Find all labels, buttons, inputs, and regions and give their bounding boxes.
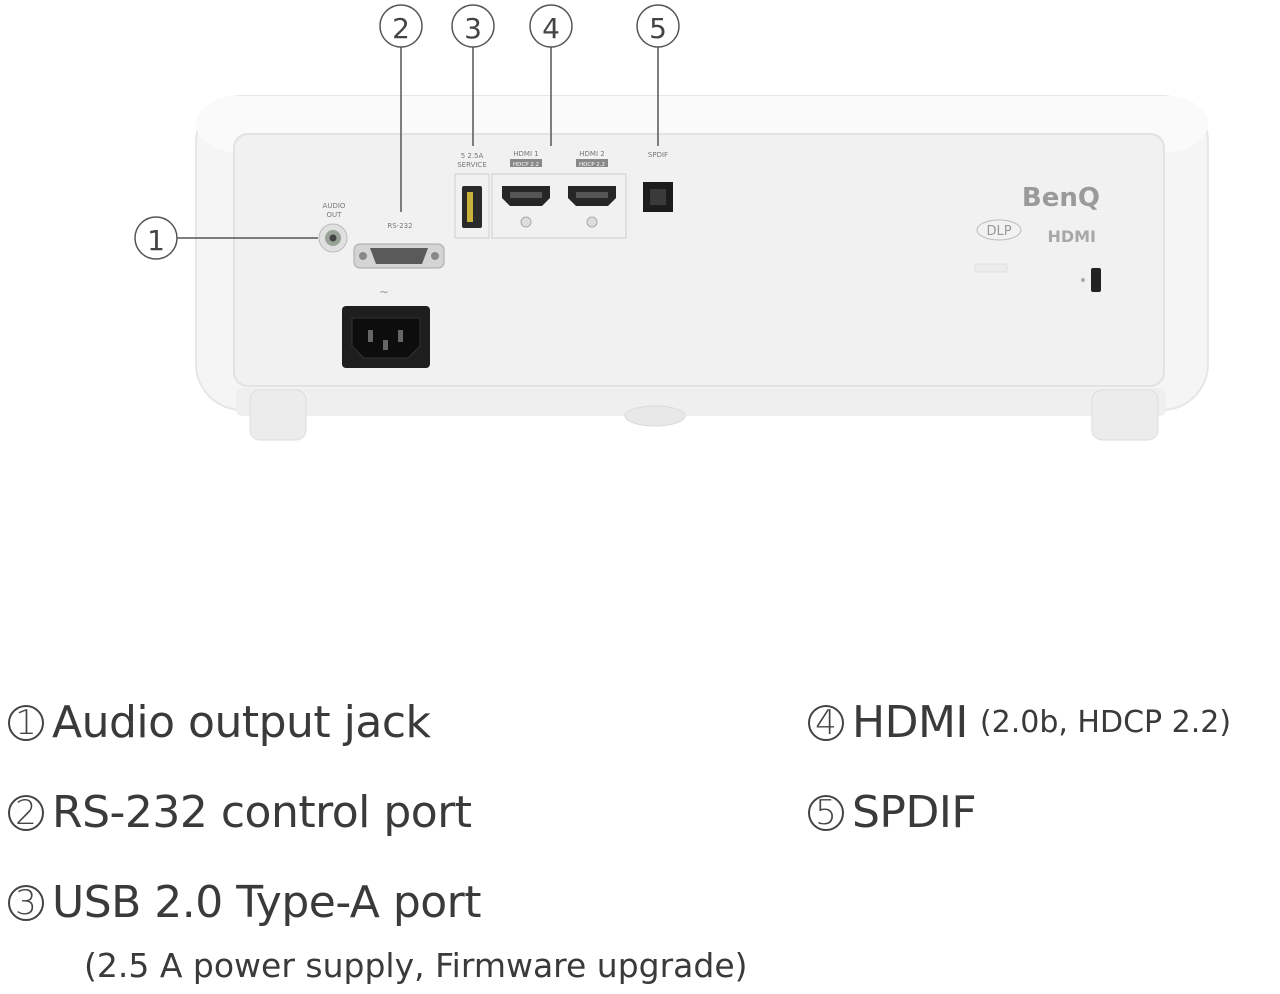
- dlp-logo: DLP: [976, 219, 1022, 241]
- rs232-label: RS-232: [387, 222, 412, 230]
- spdif-port: [643, 182, 673, 212]
- audio-out-jack: [318, 223, 348, 253]
- legend-item-rs232: 2 RS-232 control port: [8, 787, 472, 838]
- projector-base: [236, 388, 1166, 416]
- callout-4: 4: [529, 4, 573, 146]
- legend-item-audio-output: 1 Audio output jack: [8, 697, 431, 748]
- projector-rear-diagram: 2 3 4 5 1 AUDIO OUT RS-232 ~: [134, 4, 1209, 441]
- security-slot: [1081, 268, 1101, 292]
- svg-text:1: 1: [147, 224, 165, 257]
- legend-label-5: SPDIF: [852, 787, 977, 838]
- audio-out-label-1: AUDIO: [323, 202, 346, 210]
- hdmi2-tag: HDCP 2.2: [579, 162, 605, 168]
- hdmi1-port: [502, 186, 550, 228]
- legend-label-3: USB 2.0 Type-A port: [52, 877, 482, 928]
- usb-frame: [454, 173, 490, 239]
- usb-label-2: SERVICE: [457, 161, 487, 169]
- hdmi1-label: HDMI 1: [513, 150, 538, 158]
- svg-text:3: 3: [464, 12, 482, 45]
- usb-port: [462, 186, 482, 228]
- legend-item-usb: 3 USB 2.0 Type-A port: [8, 877, 482, 928]
- legend-num-1: 1: [8, 703, 44, 743]
- callout-5: 5: [636, 4, 680, 146]
- ir-window: [974, 263, 1008, 273]
- svg-text:2: 2: [392, 12, 410, 45]
- rs232-port: [353, 243, 445, 269]
- hdmi-logo: HDMI: [1047, 227, 1096, 246]
- legend-label-4: HDMI: [852, 697, 968, 748]
- power-tilde: ~: [379, 285, 389, 299]
- legend-sub-4: (2.0b, HDCP 2.2): [979, 705, 1232, 740]
- hdmi2-label: HDMI 2: [579, 150, 604, 158]
- right-foot: [1091, 389, 1159, 441]
- legend-label-1: Audio output jack: [52, 697, 431, 748]
- legend-item-hdmi: 4 HDMI (2.0b, HDCP 2.2): [808, 697, 1231, 748]
- legend-item-spdif: 5 SPDIF: [808, 787, 977, 838]
- hdmi2-tag-bg: [576, 159, 608, 167]
- callout-2: 2: [379, 4, 423, 212]
- callout-1: 1: [134, 216, 318, 260]
- benq-logo: BenQ: [1022, 183, 1100, 213]
- svg-text:4: 4: [542, 12, 560, 45]
- power-inlet: [342, 306, 430, 368]
- hdmi1-tag: HDCP 2.2: [513, 162, 539, 168]
- legend-label-2: RS-232 control port: [52, 787, 472, 838]
- legend-note-usb: (2.5 A power supply, Firmware upgrade): [84, 946, 748, 985]
- svg-text:5: 5: [649, 12, 667, 45]
- usb-label-1: 5 2.5A: [461, 152, 484, 160]
- callout-3: 3: [451, 4, 495, 146]
- legend-num-5: 5: [808, 793, 844, 833]
- hdmi-frame: [491, 173, 627, 239]
- hdmi2-port: [568, 186, 616, 228]
- legend-num-4: 4: [808, 703, 844, 743]
- audio-out-label-2: OUT: [327, 211, 343, 219]
- left-foot: [249, 389, 307, 441]
- svg-text:DLP: DLP: [986, 224, 1011, 239]
- legend-num-3: 3: [8, 883, 44, 923]
- spdif-label: SPDIF: [648, 151, 668, 159]
- hdmi1-tag-bg: [510, 159, 542, 167]
- legend-num-2: 2: [8, 793, 44, 833]
- center-foot: [624, 405, 686, 427]
